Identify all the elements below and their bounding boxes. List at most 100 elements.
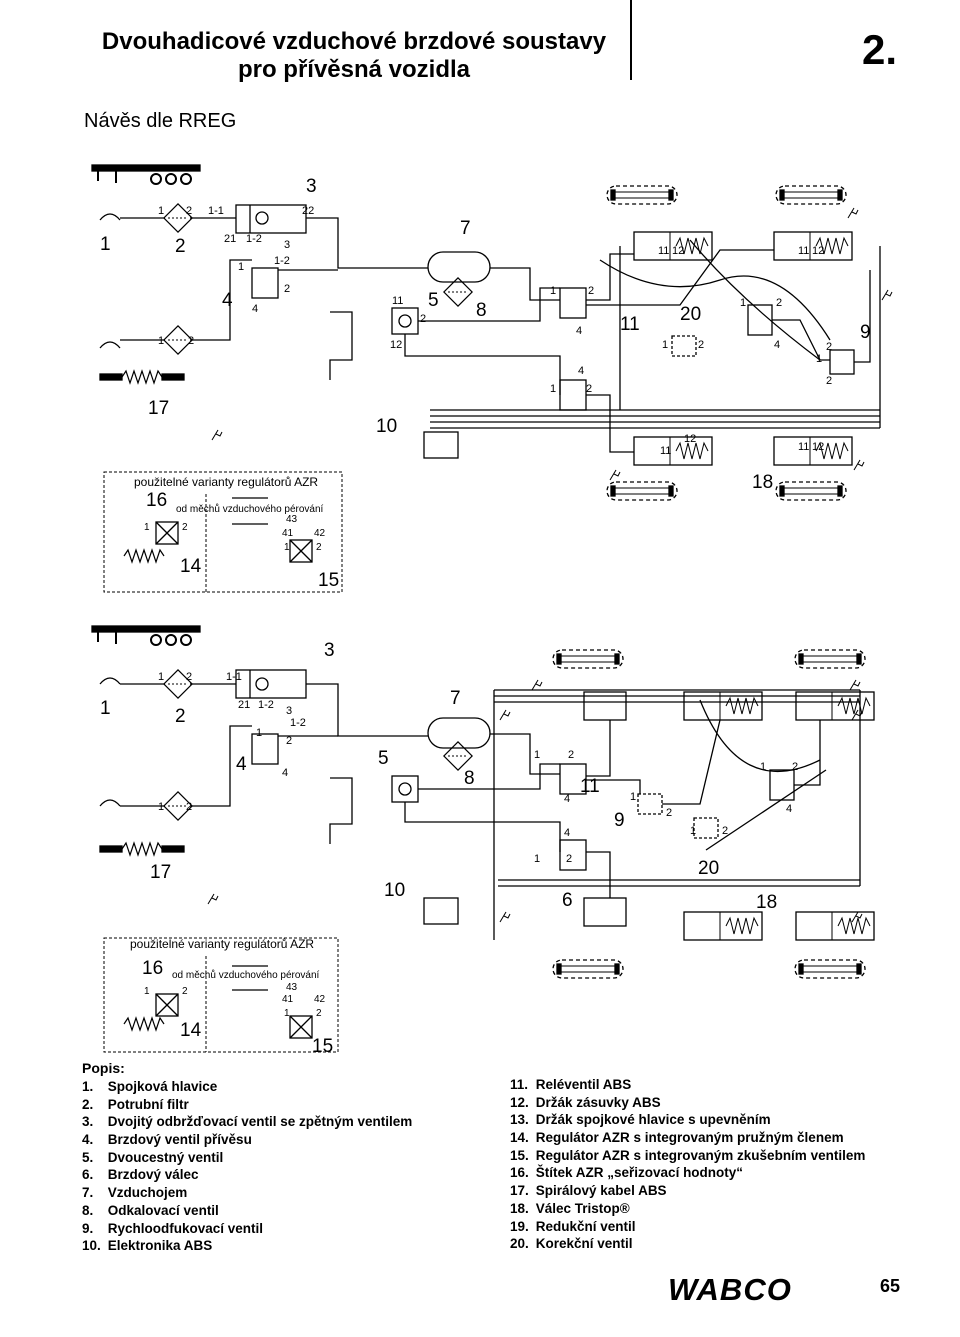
svg-text:11: 11 — [392, 295, 403, 307]
svg-text:3: 3 — [306, 176, 317, 197]
svg-text:2: 2 — [792, 761, 798, 773]
legend-item: 15. Regulátor AZR s integrovaným zkušebn… — [510, 1147, 866, 1163]
svg-text:4: 4 — [282, 767, 288, 779]
svg-text:2: 2 — [666, 807, 672, 819]
brand-logo: WABCO — [668, 1272, 792, 1307]
svg-text:1-1: 1-1 — [226, 671, 242, 683]
svg-text:1-2: 1-2 — [274, 255, 290, 267]
inset-caption-bottom: použitelné varianty regulátorů AZR — [130, 937, 314, 951]
svg-text:42: 42 — [314, 994, 326, 1005]
svg-text:1: 1 — [144, 986, 150, 997]
legend-item: 20. Korekční ventil — [510, 1236, 633, 1252]
legend-item: 7. Vzduchojem — [82, 1185, 188, 1201]
diagram-top-labels: 1 2 3 4 5 7 8 9 10 11 17 18 20 16 14 15 — [100, 176, 871, 591]
svg-text:11: 11 — [660, 445, 671, 457]
svg-text:2: 2 — [182, 522, 188, 533]
legend-item: 13. Držák spojkové hlavice s upevněním — [510, 1112, 771, 1128]
svg-text:1: 1 — [662, 339, 668, 351]
legend-heading: Popis: — [82, 1060, 125, 1076]
svg-text:3: 3 — [324, 640, 335, 661]
svg-text:12: 12 — [672, 245, 684, 257]
svg-text:1: 1 — [158, 205, 164, 217]
svg-text:16: 16 — [146, 490, 167, 511]
svg-text:4: 4 — [786, 803, 792, 815]
svg-text:2: 2 — [316, 542, 322, 553]
svg-text:2: 2 — [186, 205, 192, 217]
svg-text:5: 5 — [378, 748, 389, 769]
svg-text:11: 11 — [798, 245, 809, 257]
legend-item: 9. Rychloodfukovací ventil — [82, 1220, 264, 1236]
svg-text:42: 42 — [314, 528, 326, 539]
legend-item: 18. Válec Tristop® — [510, 1200, 630, 1216]
svg-text:20: 20 — [698, 858, 719, 879]
svg-text:11: 11 — [580, 776, 600, 797]
chapter-number: 2. — [862, 26, 898, 73]
legend-item: 3. Dvojitý odbržďovací ventil se zpětným… — [82, 1114, 413, 1130]
svg-text:1-2: 1-2 — [290, 717, 306, 729]
svg-text:2: 2 — [826, 341, 832, 353]
legend-item: 16. Štítek AZR „seřizovací hodnoty“ — [510, 1165, 744, 1181]
svg-text:12: 12 — [812, 245, 824, 257]
svg-text:3: 3 — [284, 239, 290, 251]
legend-item: 12. Držák zásuvky ABS — [510, 1094, 661, 1110]
title-line-2: pro přívěsná vozidla — [237, 56, 471, 83]
legend-item: 1. Spojková hlavice — [82, 1079, 218, 1094]
svg-text:1: 1 — [284, 1008, 290, 1019]
svg-text:43: 43 — [286, 982, 298, 993]
svg-text:14: 14 — [180, 556, 202, 577]
svg-text:1: 1 — [550, 285, 556, 297]
svg-text:10: 10 — [384, 880, 405, 901]
svg-text:1: 1 — [158, 801, 164, 813]
title-line-1: Dvouhadicové vzduchové brzdové soustavy — [101, 28, 607, 55]
svg-text:2: 2 — [188, 335, 194, 347]
svg-text:1-2: 1-2 — [258, 699, 274, 711]
svg-text:14: 14 — [180, 1020, 202, 1041]
legend-left-list: 1. Spojková hlavice 2. Potrubní filtr 3.… — [82, 1078, 412, 1255]
svg-text:1: 1 — [100, 234, 111, 255]
svg-text:12: 12 — [812, 441, 824, 453]
svg-text:4: 4 — [578, 365, 584, 377]
svg-text:1: 1 — [100, 698, 111, 719]
svg-text:1: 1 — [816, 353, 822, 365]
svg-text:6: 6 — [562, 890, 573, 911]
legend-item: 8. Odkalovací ventil — [82, 1202, 219, 1218]
svg-text:11: 11 — [658, 245, 669, 257]
svg-text:1: 1 — [550, 383, 556, 395]
svg-text:15: 15 — [312, 1036, 333, 1057]
svg-text:2: 2 — [586, 383, 592, 395]
svg-text:1: 1 — [144, 522, 150, 533]
legend-right-list: 11. Reléventil ABS 12. Držák zásuvky ABS… — [510, 1076, 865, 1253]
svg-text:18: 18 — [752, 472, 773, 493]
svg-text:2: 2 — [588, 285, 594, 297]
svg-text:22: 22 — [302, 205, 314, 217]
svg-text:10: 10 — [376, 416, 397, 437]
svg-text:2: 2 — [316, 1008, 322, 1019]
legend-item: 17. Spirálový kabel ABS — [510, 1183, 667, 1199]
svg-text:8: 8 — [476, 300, 487, 321]
header-divider — [630, 0, 632, 80]
legend-item: 14. Regulátor AZR s integrovaným pružným… — [510, 1130, 844, 1146]
svg-text:2: 2 — [826, 375, 832, 387]
svg-text:1-1: 1-1 — [208, 205, 224, 217]
svg-text:2: 2 — [186, 801, 192, 813]
svg-text:9: 9 — [614, 810, 625, 831]
svg-text:2: 2 — [568, 749, 574, 761]
svg-text:2: 2 — [175, 706, 186, 727]
svg-text:1: 1 — [740, 297, 746, 309]
legend-item: 19. Redukční ventil — [510, 1218, 636, 1234]
legend-item: 2. Potrubní filtr — [82, 1096, 189, 1112]
svg-text:4: 4 — [222, 290, 233, 311]
svg-text:11: 11 — [620, 314, 640, 335]
page-number: 65 — [880, 1276, 901, 1296]
inset-note-bottom: od měchů vzduchového pérování — [172, 969, 320, 981]
svg-text:41: 41 — [282, 994, 294, 1005]
svg-text:2: 2 — [566, 853, 572, 865]
svg-text:2: 2 — [722, 825, 728, 837]
svg-text:1: 1 — [534, 749, 540, 761]
svg-text:2: 2 — [420, 313, 426, 325]
svg-text:4: 4 — [564, 827, 570, 839]
svg-text:1: 1 — [256, 727, 262, 739]
legend-item: 5. Dvoucestný ventil — [82, 1149, 224, 1165]
